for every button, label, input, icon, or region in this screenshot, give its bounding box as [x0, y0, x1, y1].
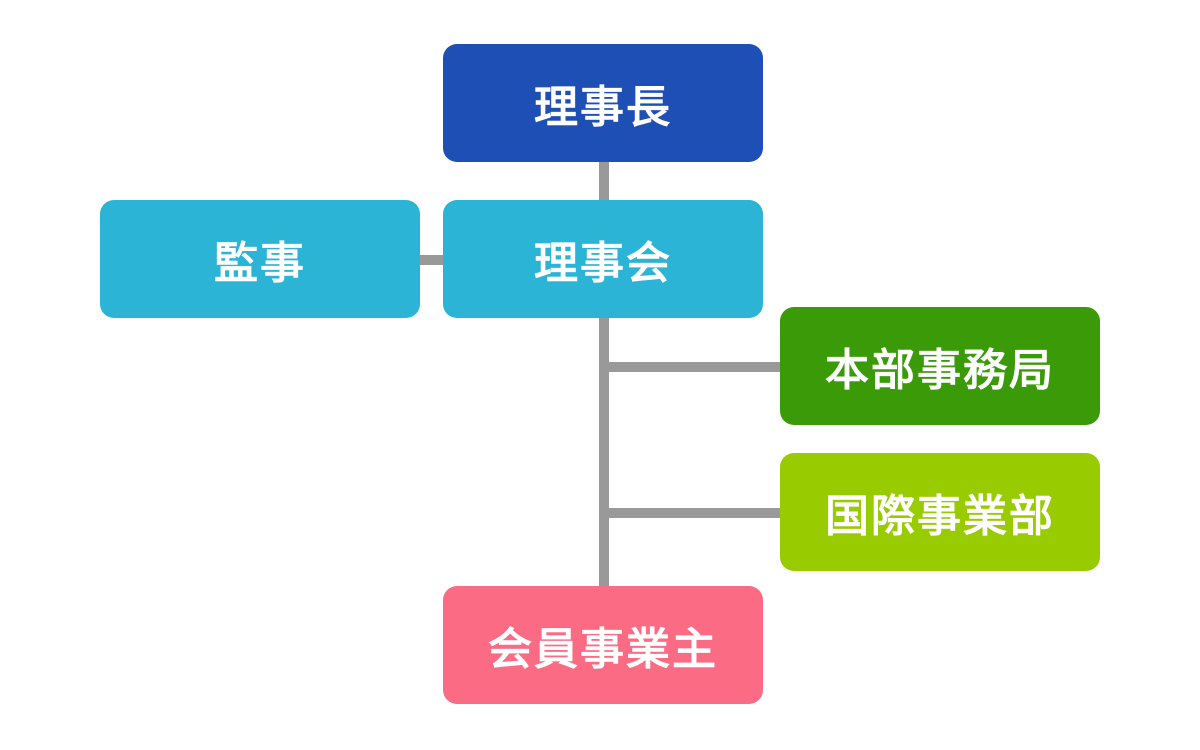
- node-members-label: 会員事業主: [488, 624, 718, 675]
- connector-headquarters: [599, 362, 780, 372]
- node-members: 会員事業主: [443, 586, 763, 704]
- connector-auditor-board: [420, 255, 443, 265]
- node-auditor-label: 監事: [214, 238, 306, 289]
- node-chairman: 理事長: [443, 44, 763, 162]
- node-international: 国際事業部: [780, 453, 1100, 571]
- node-headquarters-label: 本部事務局: [825, 345, 1055, 396]
- connector-board-members: [599, 318, 609, 586]
- node-board-label: 理事会: [534, 238, 672, 289]
- connector-chairman-board: [599, 162, 609, 200]
- connector-international: [599, 508, 780, 518]
- node-international-label: 国際事業部: [825, 491, 1055, 542]
- node-board: 理事会: [443, 200, 763, 318]
- node-auditor: 監事: [100, 200, 420, 318]
- node-headquarters: 本部事務局: [780, 307, 1100, 425]
- node-chairman-label: 理事長: [534, 82, 672, 133]
